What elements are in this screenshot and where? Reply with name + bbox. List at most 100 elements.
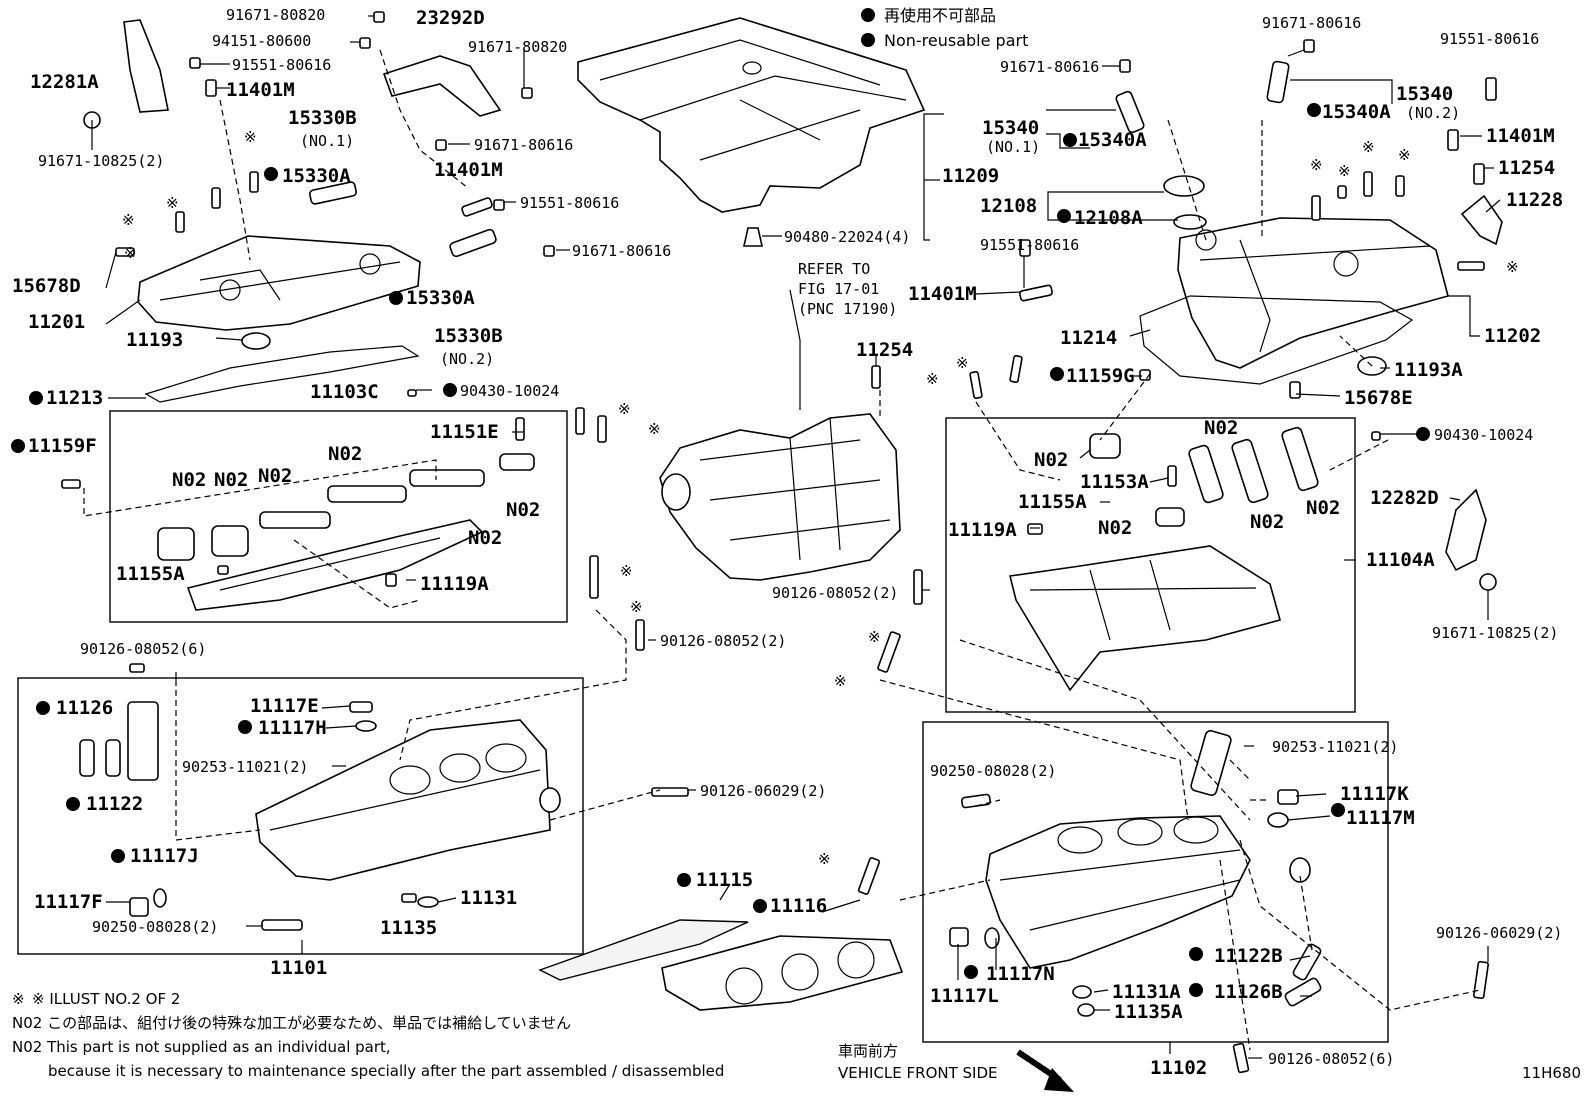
bracket-11228 — [1460, 194, 1503, 246]
label-11209: 11209 — [942, 165, 999, 187]
label-91671-80616-a: 91671-80616 — [474, 136, 573, 154]
label-11254-a: 11254 — [856, 339, 913, 361]
label-11193: 11193 — [126, 329, 183, 351]
label-90253-11021-b: 90253-11021(2) — [1272, 738, 1398, 756]
label-15340A-a: 15340A — [1078, 129, 1147, 151]
svg-text:※: ※ — [1338, 162, 1351, 180]
svg-text:※: ※ — [1506, 258, 1519, 276]
label-15330B-2: 15330B — [434, 325, 503, 347]
seal-11135 — [401, 893, 417, 903]
label-no1-a: (NO.1) — [300, 132, 354, 150]
plug-11117L — [949, 927, 969, 947]
label-N02-i: N02 — [1098, 517, 1132, 539]
label-15340-b: 15340 — [1396, 83, 1453, 105]
label-11126: 11126 — [56, 697, 113, 719]
label-no2-a: (NO.2) — [440, 350, 494, 368]
refer-line3: (PNC 17190) — [798, 300, 897, 318]
label-90430-10024-b: 90430-10024 — [1434, 426, 1533, 444]
svg-text:※: ※ — [926, 370, 939, 388]
label-11131: 11131 — [460, 887, 517, 909]
label-15330B-1: 15330B — [288, 107, 357, 129]
label-11102: 11102 — [1150, 1057, 1207, 1079]
label-12281A: 12281A — [30, 71, 99, 93]
refer-line2: FIG 17-01 — [798, 280, 879, 298]
label-11155A-a: 11155A — [116, 563, 185, 585]
label-15330A-a: 15330A — [282, 165, 351, 187]
oil-filler-cap — [1163, 175, 1205, 197]
label-11117N: 11117N — [986, 963, 1055, 985]
label-11117K: 11117K — [1340, 783, 1409, 805]
gasket-11214 — [1139, 295, 1414, 385]
label-11103C: 11103C — [310, 381, 379, 403]
engine-cover — [577, 17, 926, 213]
label-N02-k: N02 — [1306, 497, 1340, 519]
label-11401M-d: 11401M — [908, 283, 977, 305]
insert-11126 — [79, 739, 95, 777]
gasket-11193 — [241, 332, 271, 350]
label-91551-80616-d: 91551-80616 — [980, 236, 1079, 254]
plug-left — [539, 787, 561, 813]
bracket-23292D — [382, 55, 502, 117]
plug-11117F — [129, 897, 149, 917]
label-11104A: 11104A — [1366, 549, 1435, 571]
svg-text:※: ※ — [244, 128, 257, 146]
part-labels: 91671-80820 23292D 94151-80600 91671-808… — [12, 6, 1563, 1079]
label-11401M-b: 11401M — [434, 159, 503, 181]
label-11122B: 11122B — [1214, 945, 1283, 967]
label-12108: 12108 — [980, 195, 1037, 217]
label-N02-a: N02 — [172, 469, 206, 491]
intake-manifold — [659, 413, 901, 581]
label-91671-80616-b: 91671-80616 — [572, 242, 671, 260]
dashed-lines — [83, 49, 1481, 1051]
label-11119A-a: 11119A — [420, 573, 489, 595]
label-90250-08028-b: 90250-08028(2) — [930, 762, 1056, 780]
sensor-11401M-left — [461, 197, 493, 217]
svg-text:※: ※ — [1310, 156, 1323, 174]
label-11159G: 11159G — [1066, 365, 1135, 387]
insert-11122 — [105, 739, 121, 777]
note-illust: ※ ILLUST NO.2 OF 2 — [32, 990, 180, 1008]
insert-11122B — [1292, 943, 1322, 981]
label-11228: 11228 — [1506, 189, 1563, 211]
engine-hanger-12281A — [123, 19, 169, 113]
seal-11131A — [1072, 985, 1092, 999]
cylinder-head-left — [255, 719, 561, 881]
legend-en: Non-reusable part — [884, 31, 1028, 50]
svg-text:※: ※ — [1362, 138, 1375, 156]
svg-text:※: ※ — [1398, 146, 1411, 164]
label-90430-10024-a: 90430-10024 — [460, 382, 559, 400]
label-no1-b: (NO.1) — [986, 138, 1040, 156]
label-N02-f: N02 — [468, 527, 502, 549]
svg-text:※: ※ — [166, 194, 179, 212]
tube-11126B-large — [1190, 730, 1232, 796]
label-91671-80820-a: 91671-80820 — [226, 6, 325, 24]
gasket-11213 — [144, 345, 420, 403]
label-94151-80600: 94151-80600 — [212, 32, 311, 50]
front-side-en: VEHICLE FRONT SIDE — [838, 1064, 998, 1082]
label-91551-80616-c: 91551-80616 — [1440, 30, 1539, 48]
label-15330A-b: 15330A — [406, 287, 475, 309]
ocv-15340-no1 — [1115, 90, 1145, 134]
svg-text:※: ※ — [834, 672, 847, 690]
label-91671-80820-b: 91671-80820 — [468, 38, 567, 56]
illust-marks: ※ ※ ※ ※ ※ ※ ※ ※ ※ ※ ※ ※ ※ ※ ※ ※ ※ ※ ※ — [12, 128, 1519, 1008]
label-11135: 11135 — [380, 917, 437, 939]
svg-text:※: ※ — [618, 400, 631, 418]
label-90480-22024: 90480-22024(4) — [784, 228, 910, 246]
label-N02-e: N02 — [506, 499, 540, 521]
bearing-cap-n02-11 — [1281, 426, 1319, 492]
leader-lines — [91, 15, 1501, 1059]
label-11115: 11115 — [696, 869, 753, 891]
plug-11117E — [349, 701, 373, 713]
label-91671-80616-d: 91671-80616 — [1000, 58, 1099, 76]
label-11117M: 11117M — [1346, 807, 1415, 829]
label-11126B: 11126B — [1214, 981, 1283, 1003]
label-90126-08052-2-a: 90126-08052(2) — [660, 632, 786, 650]
bearing-cap-n02-1 — [157, 527, 195, 561]
label-11214: 11214 — [1060, 327, 1117, 349]
plug-right — [1289, 857, 1311, 883]
cylinder-head-right — [985, 815, 1311, 969]
label-11117E: 11117E — [250, 695, 319, 717]
gasket-11117J — [153, 888, 167, 908]
